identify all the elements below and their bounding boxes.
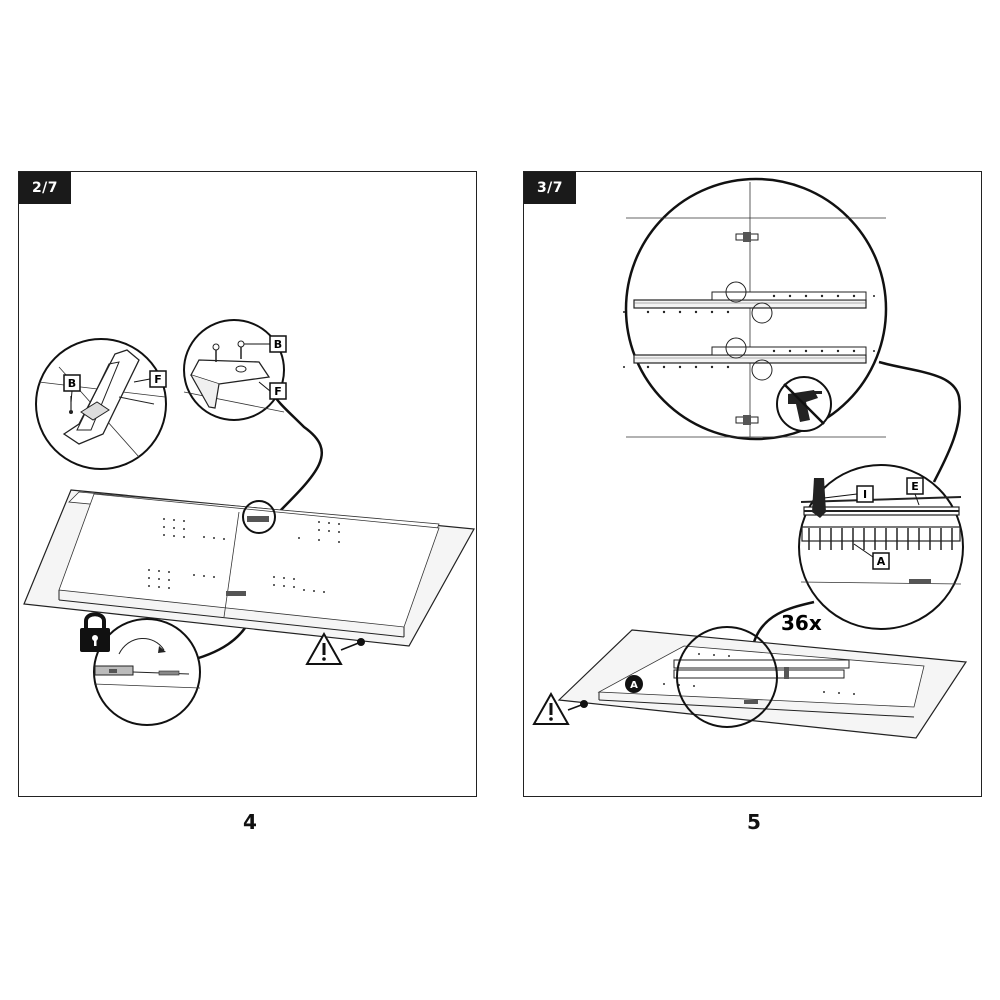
drill-icon: [812, 478, 826, 518]
leader-line: [878, 360, 962, 483]
callout-a: A: [877, 555, 886, 568]
lock-icon: [80, 612, 110, 652]
detail-marker: [242, 500, 276, 534]
detail-marker: [676, 626, 778, 728]
drill-detail-circle: [798, 464, 964, 630]
assembly-illustration-left: B F B F: [23, 319, 475, 726]
rail-detail-circle: [623, 177, 888, 441]
quantity-label: 36x: [781, 611, 822, 635]
leader-line: [270, 391, 324, 518]
callout-b: B: [274, 338, 282, 351]
leader-line: [752, 600, 815, 643]
assembly-illustration-right: I E A 36x A: [532, 177, 968, 739]
callout-f: F: [154, 373, 162, 386]
page-number: 4: [243, 810, 257, 834]
callout-e: E: [911, 480, 919, 493]
callout-b: B: [68, 377, 76, 390]
step-tag: 2/7: [19, 172, 71, 204]
lock-detail-circle: [93, 618, 201, 726]
warning-icon: [532, 691, 588, 725]
bracket-detail-circle: [35, 338, 167, 470]
table-top: [23, 489, 475, 647]
part-label-a: A: [630, 680, 638, 691]
page-number: 5: [747, 810, 761, 834]
instruction-panel-step-2: 2/7: [18, 171, 477, 797]
instruction-panel-step-3: 3/7: [523, 171, 982, 797]
warning-icon: [305, 631, 365, 665]
table-top: A: [557, 629, 968, 739]
callout-f: F: [274, 385, 282, 398]
callout-i: I: [863, 488, 867, 501]
plate-detail-circle: [183, 319, 285, 421]
step-tag: 3/7: [524, 172, 576, 204]
no-drill-icon: [776, 376, 832, 432]
